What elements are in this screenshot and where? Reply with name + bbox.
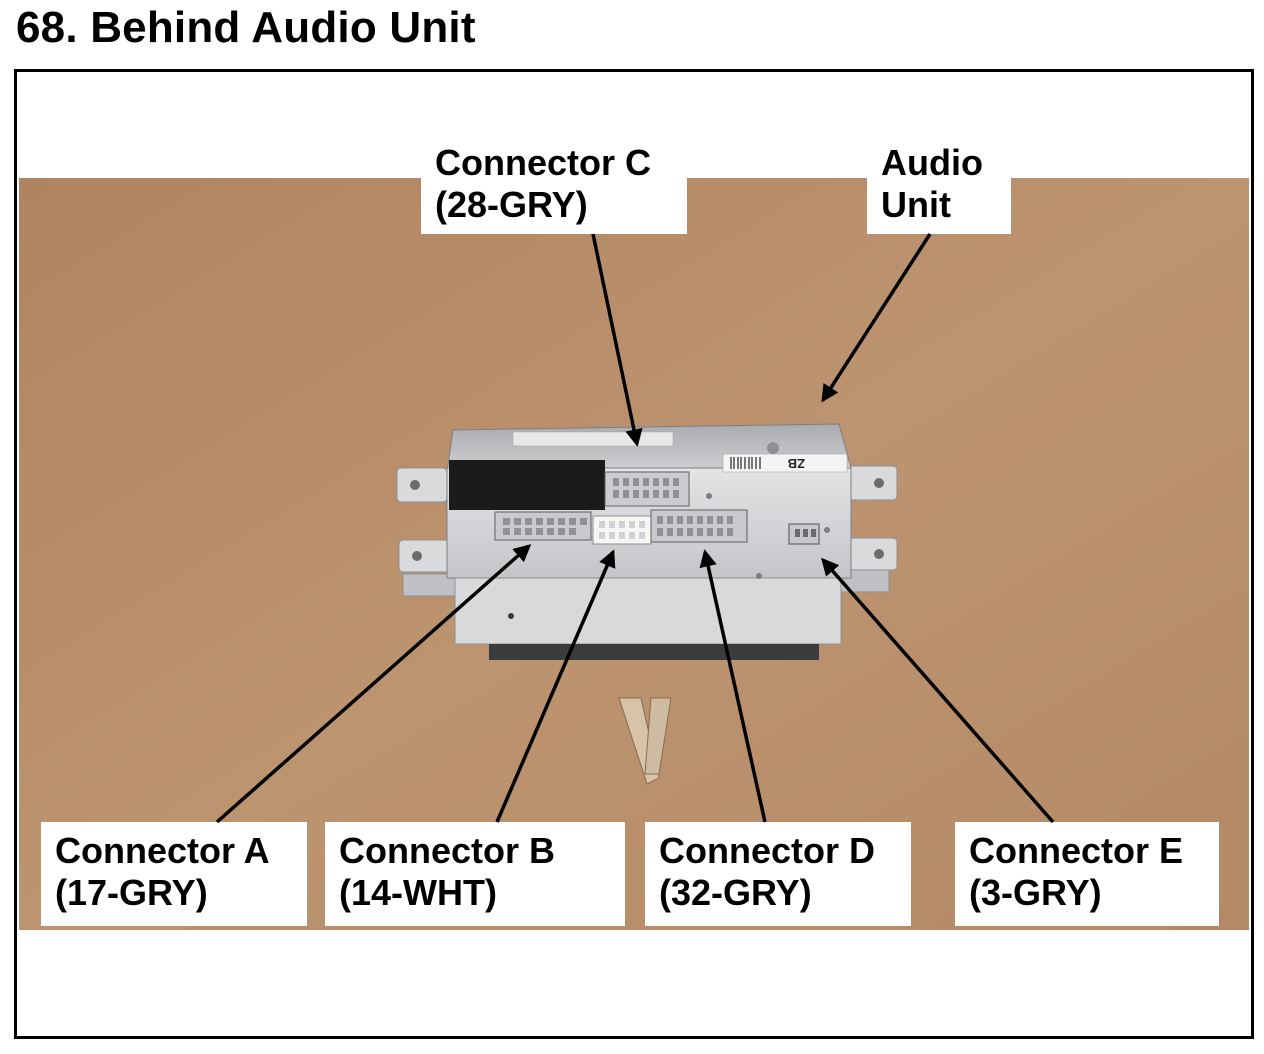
callout-connector-b-name: Connector B	[339, 830, 555, 871]
callout-connector-d-spec: (32-GRY)	[659, 872, 812, 913]
callout-connector-a-spec: (17-GRY)	[55, 872, 208, 913]
callout-connector-a-name: Connector A	[55, 830, 270, 871]
callout-connector-c-name: Connector C	[435, 142, 651, 183]
connector-a	[494, 511, 592, 541]
callout-connector-c-spec: (28-GRY)	[435, 184, 588, 225]
callout-audio-unit-line1: Audio	[881, 142, 983, 183]
connector-c	[604, 471, 690, 507]
figure-frame: ZB	[14, 69, 1254, 1039]
callout-connector-b: Connector B (14-WHT)	[325, 822, 625, 926]
callout-audio-unit-line2: Unit	[881, 184, 951, 225]
audio-unit-photo: ZB	[19, 178, 1249, 930]
unit-housing-lower	[454, 577, 842, 645]
connector-d	[650, 509, 748, 543]
unit-base	[489, 644, 819, 660]
right-bracket-upper	[846, 465, 898, 501]
callout-connector-e-spec: (3-GRY)	[969, 872, 1102, 913]
page-title: 68. Behind Audio Unit	[16, 3, 476, 52]
callout-connector-b-spec: (14-WHT)	[339, 872, 497, 913]
right-bracket-lower	[844, 537, 898, 571]
left-bracket-upper	[396, 467, 448, 503]
callout-connector-d-name: Connector D	[659, 830, 875, 871]
stand-leg	[644, 697, 672, 775]
callout-connector-e-name: Connector E	[969, 830, 1184, 871]
black-tape	[449, 460, 605, 510]
barcode-label	[722, 453, 848, 473]
left-bracket-lower	[398, 539, 452, 573]
callout-connector-d: Connector D (32-GRY)	[645, 822, 911, 926]
connector-b	[592, 515, 652, 545]
callout-connector-c: Connector C (28-GRY)	[421, 138, 687, 234]
unit-label-text: ZB	[788, 456, 805, 471]
callout-connector-a: Connector A (17-GRY)	[41, 822, 307, 926]
callout-audio-unit: Audio Unit	[867, 138, 1011, 234]
callout-connector-e: Connector E (3-GRY)	[955, 822, 1219, 926]
